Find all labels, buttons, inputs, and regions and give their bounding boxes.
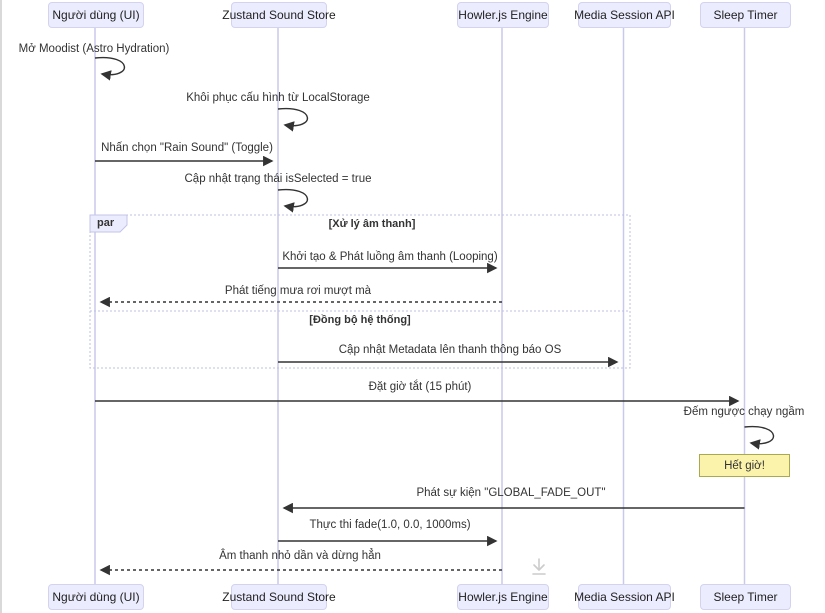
lifelines [94,28,746,584]
message-label-sound-stops: Âm thanh nhỏ dần và dừng hẳn [219,550,381,562]
par-operator-box [89,214,128,233]
participant-label: Sleep Timer [713,8,778,22]
participant-top-nguoi-dung[interactable]: Người dùng (UI) [48,2,144,28]
participant-bottom-zustand-store[interactable]: Zustand Sound Store [222,584,336,610]
self-arrow-restore-config [277,107,309,132]
participant-label: Zustand Sound Store [222,590,336,604]
participant-bottom-howler-engine[interactable]: Howler.js Engine [457,584,549,610]
download-icon[interactable] [532,558,546,575]
participant-label: Zustand Sound Store [222,8,336,22]
participant-top-zustand-store[interactable]: Zustand Sound Store [222,2,336,28]
participant-label: Người dùng (UI) [52,590,140,604]
par-operator-label: par [97,217,115,229]
message-label-execute-fade: Thực thi fade(1.0, 0.0, 1000ms) [309,519,471,531]
participant-label: Howler.js Engine [458,590,548,604]
participant-bottom-sleep-timer[interactable]: Sleep Timer [700,584,791,610]
message-label-rain-playing: Phát tiếng mưa rơi mượt mà [224,285,372,297]
participant-bottom-media-session[interactable]: Media Session API [574,584,675,610]
par-block-border [89,214,631,369]
self-arrow-open-moodist [94,56,126,81]
left-edge-divider [0,0,2,613]
participant-label: Sleep Timer [713,590,778,604]
message-label-set-timer: Đặt giờ tắt (15 phút) [368,381,472,393]
participant-top-howler-engine[interactable]: Howler.js Engine [457,2,549,28]
participant-top-sleep-timer[interactable]: Sleep Timer [700,2,791,28]
self-arrow-countdown [744,425,775,450]
message-label-update-metadata: Cập nhật Metadata lên thanh thông báo OS [338,344,562,356]
self-arrow-update-state [277,188,309,213]
participant-label: Media Session API [574,8,675,22]
note-text: Hết giờ! [724,459,765,472]
par-section-label-system: [Đồng bộ hệ thống] [309,314,411,326]
message-label-update-state: Cập nhật trạng thái isSelected = true [184,173,372,185]
participant-label: Người dùng (UI) [52,8,140,22]
message-label-fade-event: Phát sự kiện "GLOBAL_FADE_OUT" [416,487,606,499]
par-section-label-audio: [Xử lý âm thanh] [328,218,416,230]
message-label-toggle-rain: Nhấn chọn "Rain Sound" (Toggle) [101,142,273,154]
participant-top-media-session[interactable]: Media Session API [574,2,675,28]
participant-label: Media Session API [574,590,675,604]
message-label-init-stream: Khởi tạo & Phát luồng âm thanh (Looping) [282,251,498,263]
par-block-frame [89,214,631,369]
note-time-up: Hết giờ! [699,454,790,477]
message-label-open-moodist: Mở Moodist (Astro Hydration) [18,43,170,55]
participant-label: Howler.js Engine [458,8,548,22]
participant-bottom-nguoi-dung[interactable]: Người dùng (UI) [48,584,144,610]
message-arrows [94,56,775,576]
message-label-restore-config: Khôi phục cấu hình từ LocalStorage [186,92,370,104]
message-label-countdown: Đếm ngược chạy ngầm [683,406,805,418]
